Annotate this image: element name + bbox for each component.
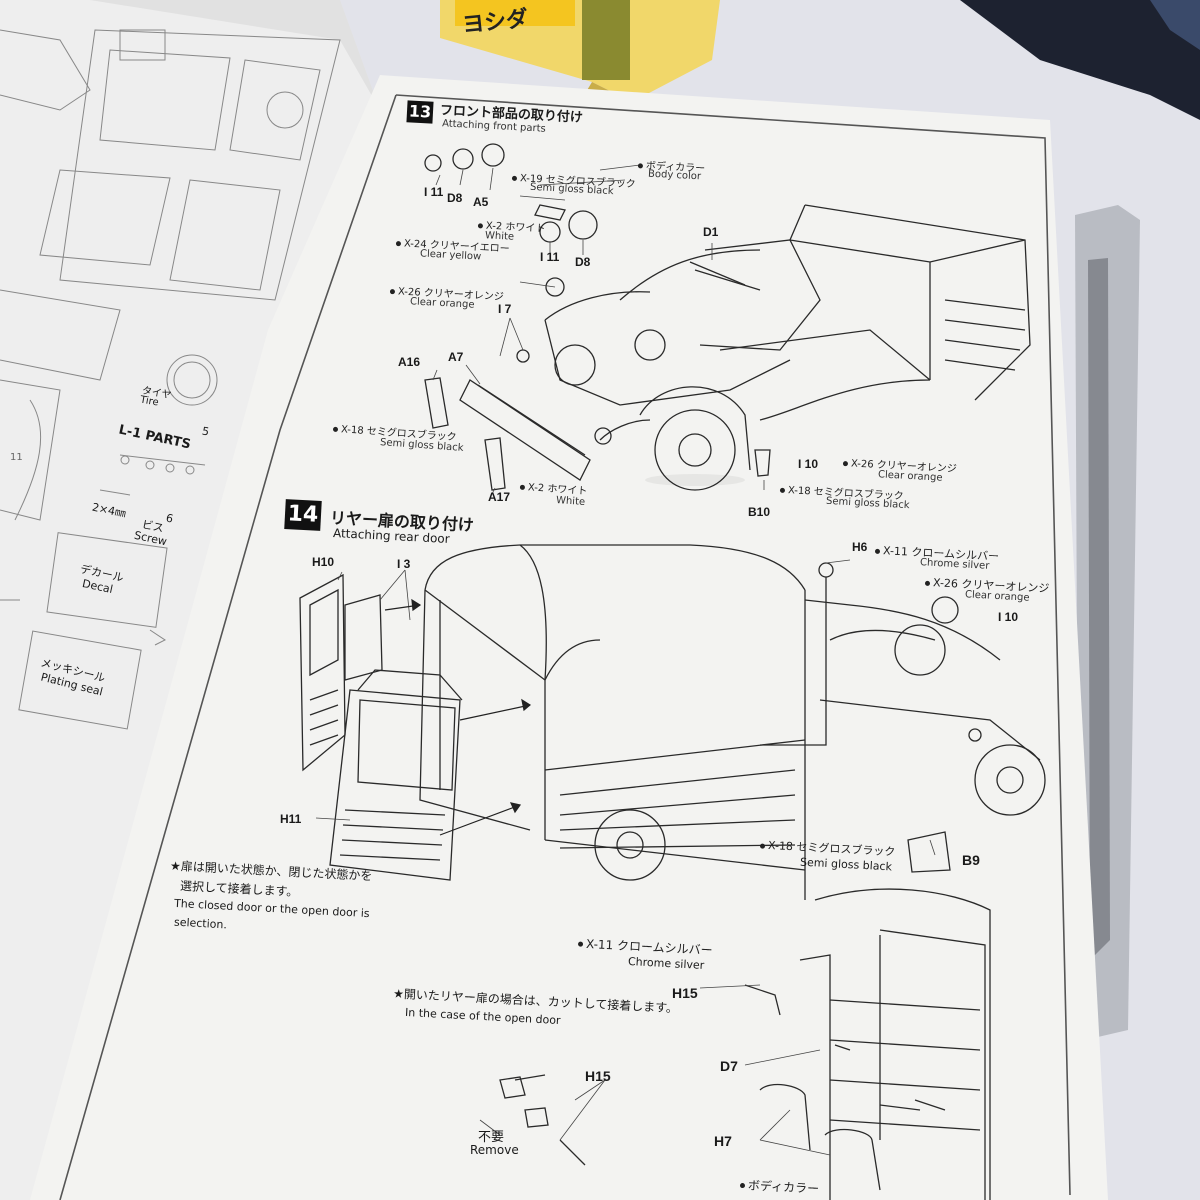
step13-part-i11-a: I 11 [424,185,444,199]
bullet-icon [395,240,402,246]
bullet-icon [477,222,484,228]
left-page-margin-number: 11 [10,452,23,463]
step14-part-b9: B9 [962,852,980,868]
step13-part-i11-b: I 11 [540,250,560,264]
step13-part-i7: I 7 [498,302,512,316]
step13-part-d8-b: D8 [575,255,591,269]
step13-part-a16: A16 [398,355,421,369]
bullet-icon [842,460,849,466]
bullet-icon [519,484,526,490]
step14-color-body-jp-text: ボディカラー [747,1178,820,1197]
bullet-icon [389,288,396,294]
step13-part-d1: D1 [703,225,719,239]
bullet-icon [577,941,584,947]
bullet-icon [511,175,518,181]
step13-part-a7: A7 [448,350,464,364]
step14-part-i10: I 10 [998,610,1019,624]
step13-number: 13 [406,100,434,124]
step13-part-a5: A5 [473,195,489,209]
step14-part-h7: H7 [714,1133,732,1149]
step14-remove-jp: 不要 [478,1130,505,1145]
step13-part-i10: I 10 [798,457,819,471]
step14-number: 14 [284,499,322,531]
step14-part-d7: D7 [720,1058,738,1074]
bullet-icon [637,162,644,168]
step14-remove-en: Remove [470,1143,519,1157]
step14-part-h11: H11 [280,812,302,826]
step14-part-h10: H10 [312,555,335,569]
step14-part-h15-a: H15 [672,985,698,1001]
bullet-icon [332,426,339,432]
bullet-icon [739,1182,746,1189]
step14-part-h6: H6 [852,540,868,554]
bullet-icon [779,487,786,493]
step14-part-i3: I 3 [397,557,411,571]
step13-color-x2b-en: White [555,494,586,509]
bullet-icon [924,580,931,586]
bullet-icon [759,842,766,849]
step14-part-h15-b: H15 [585,1068,611,1084]
step14-note1-en-line2: selection. [173,915,228,932]
step13-part-d8-a: D8 [447,191,463,205]
bullet-icon [874,548,881,554]
step13-part-b10: B10 [748,505,771,519]
kit-box-brand: ヨシダ [461,6,530,39]
step13-part-a17: A17 [488,490,511,504]
